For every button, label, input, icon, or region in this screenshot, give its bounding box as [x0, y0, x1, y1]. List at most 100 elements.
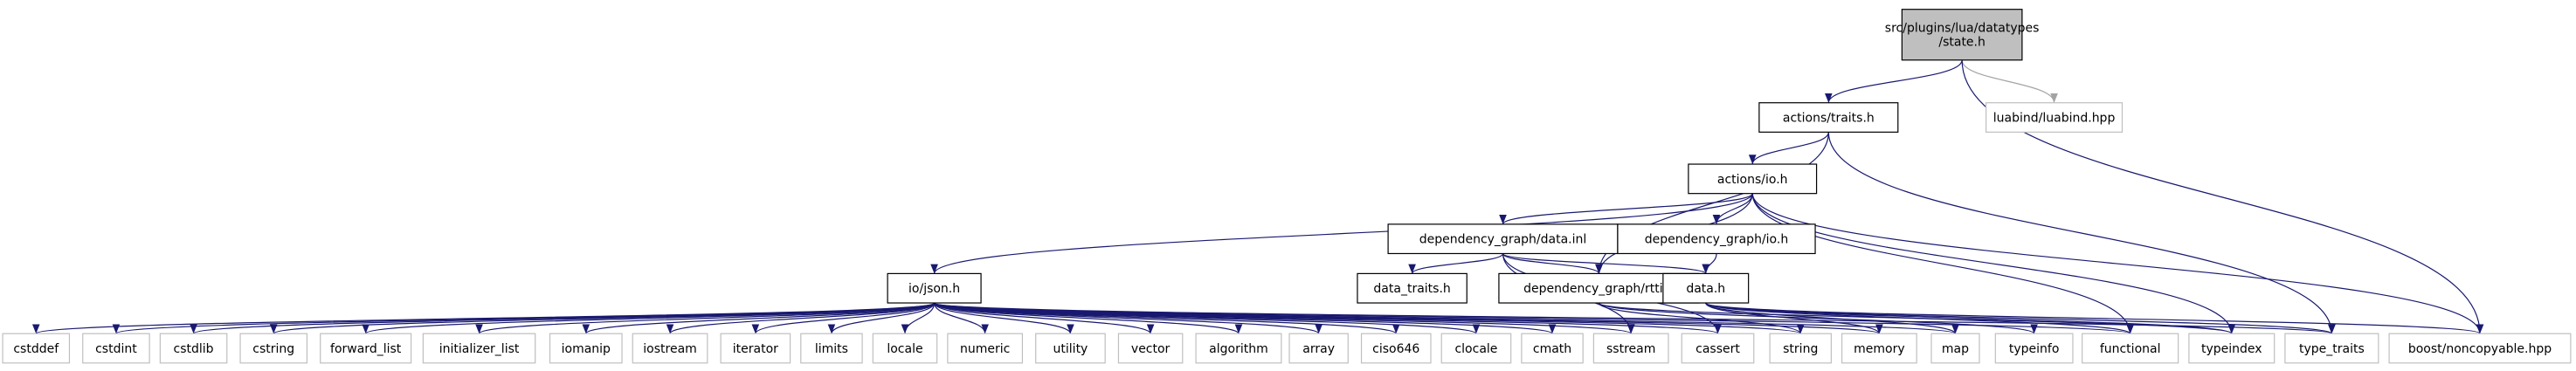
node-ciso646: ciso646	[1360, 333, 1432, 364]
node-label: algorithm	[1209, 342, 1268, 356]
edge-state_h-to-actions_traits	[1825, 59, 1963, 103]
node-label: iostream	[643, 342, 697, 356]
node-box	[1360, 333, 1432, 364]
edge-io_json-to-forward_list	[362, 302, 936, 334]
node-label: sstream	[1606, 342, 1655, 356]
node-actions-io[interactable]: actions/io.h	[1688, 163, 1818, 195]
edge-io_json-to-utility	[933, 302, 1074, 334]
edge-io_json-to-vector	[933, 302, 1155, 334]
node-label: dependency_graph/rtti.h	[1523, 282, 1675, 296]
node-dg-io[interactable]: dependency_graph/io.h	[1617, 223, 1816, 255]
node-iomanip: iomanip	[549, 333, 623, 364]
node-box	[887, 272, 982, 304]
node-box	[1688, 163, 1818, 195]
node-box	[1288, 333, 1349, 364]
node-label: initializer_list	[439, 342, 520, 356]
node-box	[1986, 102, 2124, 133]
node-label: array	[1302, 342, 1335, 356]
node-label: utility	[1053, 342, 1088, 356]
edge-io_json-to-cstdint	[113, 302, 936, 334]
edge-data_h-to-functional	[1705, 302, 2134, 334]
node-sstream: sstream	[1592, 333, 1669, 364]
node-box	[1617, 223, 1816, 255]
node-box	[1758, 102, 1899, 133]
node-label: memory	[1854, 342, 1905, 356]
edge-data_h-to-boost_noncopyable	[1705, 302, 2483, 334]
edge-io_json-to-initializer_list	[475, 302, 936, 334]
node-box	[1440, 333, 1512, 364]
node-label: actions/io.h	[1717, 173, 1788, 187]
node-box	[159, 333, 228, 364]
node-cstring: cstring	[239, 333, 308, 364]
edge-io_json-to-limits	[827, 302, 936, 334]
node-label: map	[1942, 342, 1969, 356]
node-cmath: cmath	[1521, 333, 1584, 364]
node-locale: locale	[872, 333, 938, 364]
edge-state_h-to-boost_noncopyable	[1961, 59, 2484, 334]
node-vector: vector	[1117, 333, 1184, 364]
node-clocale: clocale	[1440, 333, 1512, 364]
node-type-traits: type_traits	[2284, 333, 2379, 364]
node-label: cstdint	[95, 342, 137, 356]
node-box	[2, 333, 71, 364]
node-box	[720, 333, 791, 364]
node-label: functional	[2100, 342, 2161, 356]
node-box	[1841, 333, 1917, 364]
node-label: clocale	[1454, 342, 1497, 356]
edge-io_json-to-locale	[901, 302, 936, 334]
node-label: cstdlib	[174, 342, 214, 356]
node-numeric: numeric	[947, 333, 1024, 364]
edge-data_h-to-memory	[1705, 302, 1883, 334]
node-label: luabind/luabind.hpp	[1993, 112, 2116, 126]
node-io-json[interactable]: io/json.h	[887, 272, 982, 304]
edge-io_json-to-algorithm	[933, 302, 1243, 334]
edge-dg_rtti-to-string	[1598, 302, 1805, 334]
node-initializer-list: initializer_list	[422, 333, 536, 364]
node-box	[549, 333, 623, 364]
nodes-layer: src/plugins/lua/datatypes/state.h actions…	[2, 9, 2572, 364]
node-data-h[interactable]: data.h	[1662, 272, 1750, 304]
node-box	[1117, 333, 1184, 364]
edge-io_json-to-iostream	[666, 302, 936, 334]
edge-dg_data_inl-to-data_h	[1502, 252, 1709, 274]
node-label: cassert	[1695, 342, 1740, 356]
node-label: data.h	[1686, 282, 1725, 296]
node-label: typeinfo	[2009, 342, 2060, 356]
node-limits: limits	[800, 333, 863, 364]
node-array: array	[1288, 333, 1349, 364]
node-algorithm: algorithm	[1195, 333, 1282, 364]
edge-actions_traits-to-actions_io	[1748, 132, 1829, 165]
node-box	[1901, 9, 2023, 61]
node-label: cmath	[1533, 342, 1571, 356]
node-label: cstring	[252, 342, 294, 356]
node-boost-noncopyable: boost/noncopyable.hpp	[2388, 333, 2572, 364]
edge-dg_io-to-data_h	[1702, 253, 1717, 274]
node-luabind: luabind/luabind.hpp	[1986, 102, 2124, 133]
edge-actions_io-to-boost_noncopyable	[1751, 193, 2484, 334]
node-actions-traits[interactable]: actions/traits.h	[1758, 102, 1899, 133]
node-iterator: iterator	[720, 333, 791, 364]
node-state-h: src/plugins/lua/datatypes/state.h	[1885, 9, 2040, 61]
node-box	[1195, 333, 1282, 364]
edge-state_h-to-luabind	[1961, 59, 2058, 103]
node-dg-data-inl[interactable]: dependency_graph/data.inl	[1387, 223, 1619, 255]
node-box	[82, 333, 150, 364]
node-label: iomanip	[562, 342, 611, 356]
node-box	[1592, 333, 1669, 364]
edge-actions_io-to-io_json	[930, 193, 1753, 274]
node-box	[1681, 333, 1755, 364]
node-box	[1035, 333, 1106, 364]
node-box	[1994, 333, 2074, 364]
node-box	[2388, 333, 2572, 364]
node-label: /state.h	[1938, 36, 1986, 50]
edge-actions_traits-to-type_traits	[1827, 132, 2336, 334]
node-cstdlib: cstdlib	[159, 333, 228, 364]
node-cstdint: cstdint	[82, 333, 150, 364]
node-data-traits[interactable]: data_traits.h	[1357, 272, 1468, 304]
node-label: src/plugins/lua/datatypes	[1885, 22, 2040, 36]
node-box	[872, 333, 938, 364]
node-typeinfo: typeinfo	[1994, 333, 2074, 364]
edge-dg_rtti-to-typeinfo	[1598, 302, 2038, 334]
node-box	[1662, 272, 1750, 304]
edge-actions_io-to-functional	[1751, 193, 2134, 334]
